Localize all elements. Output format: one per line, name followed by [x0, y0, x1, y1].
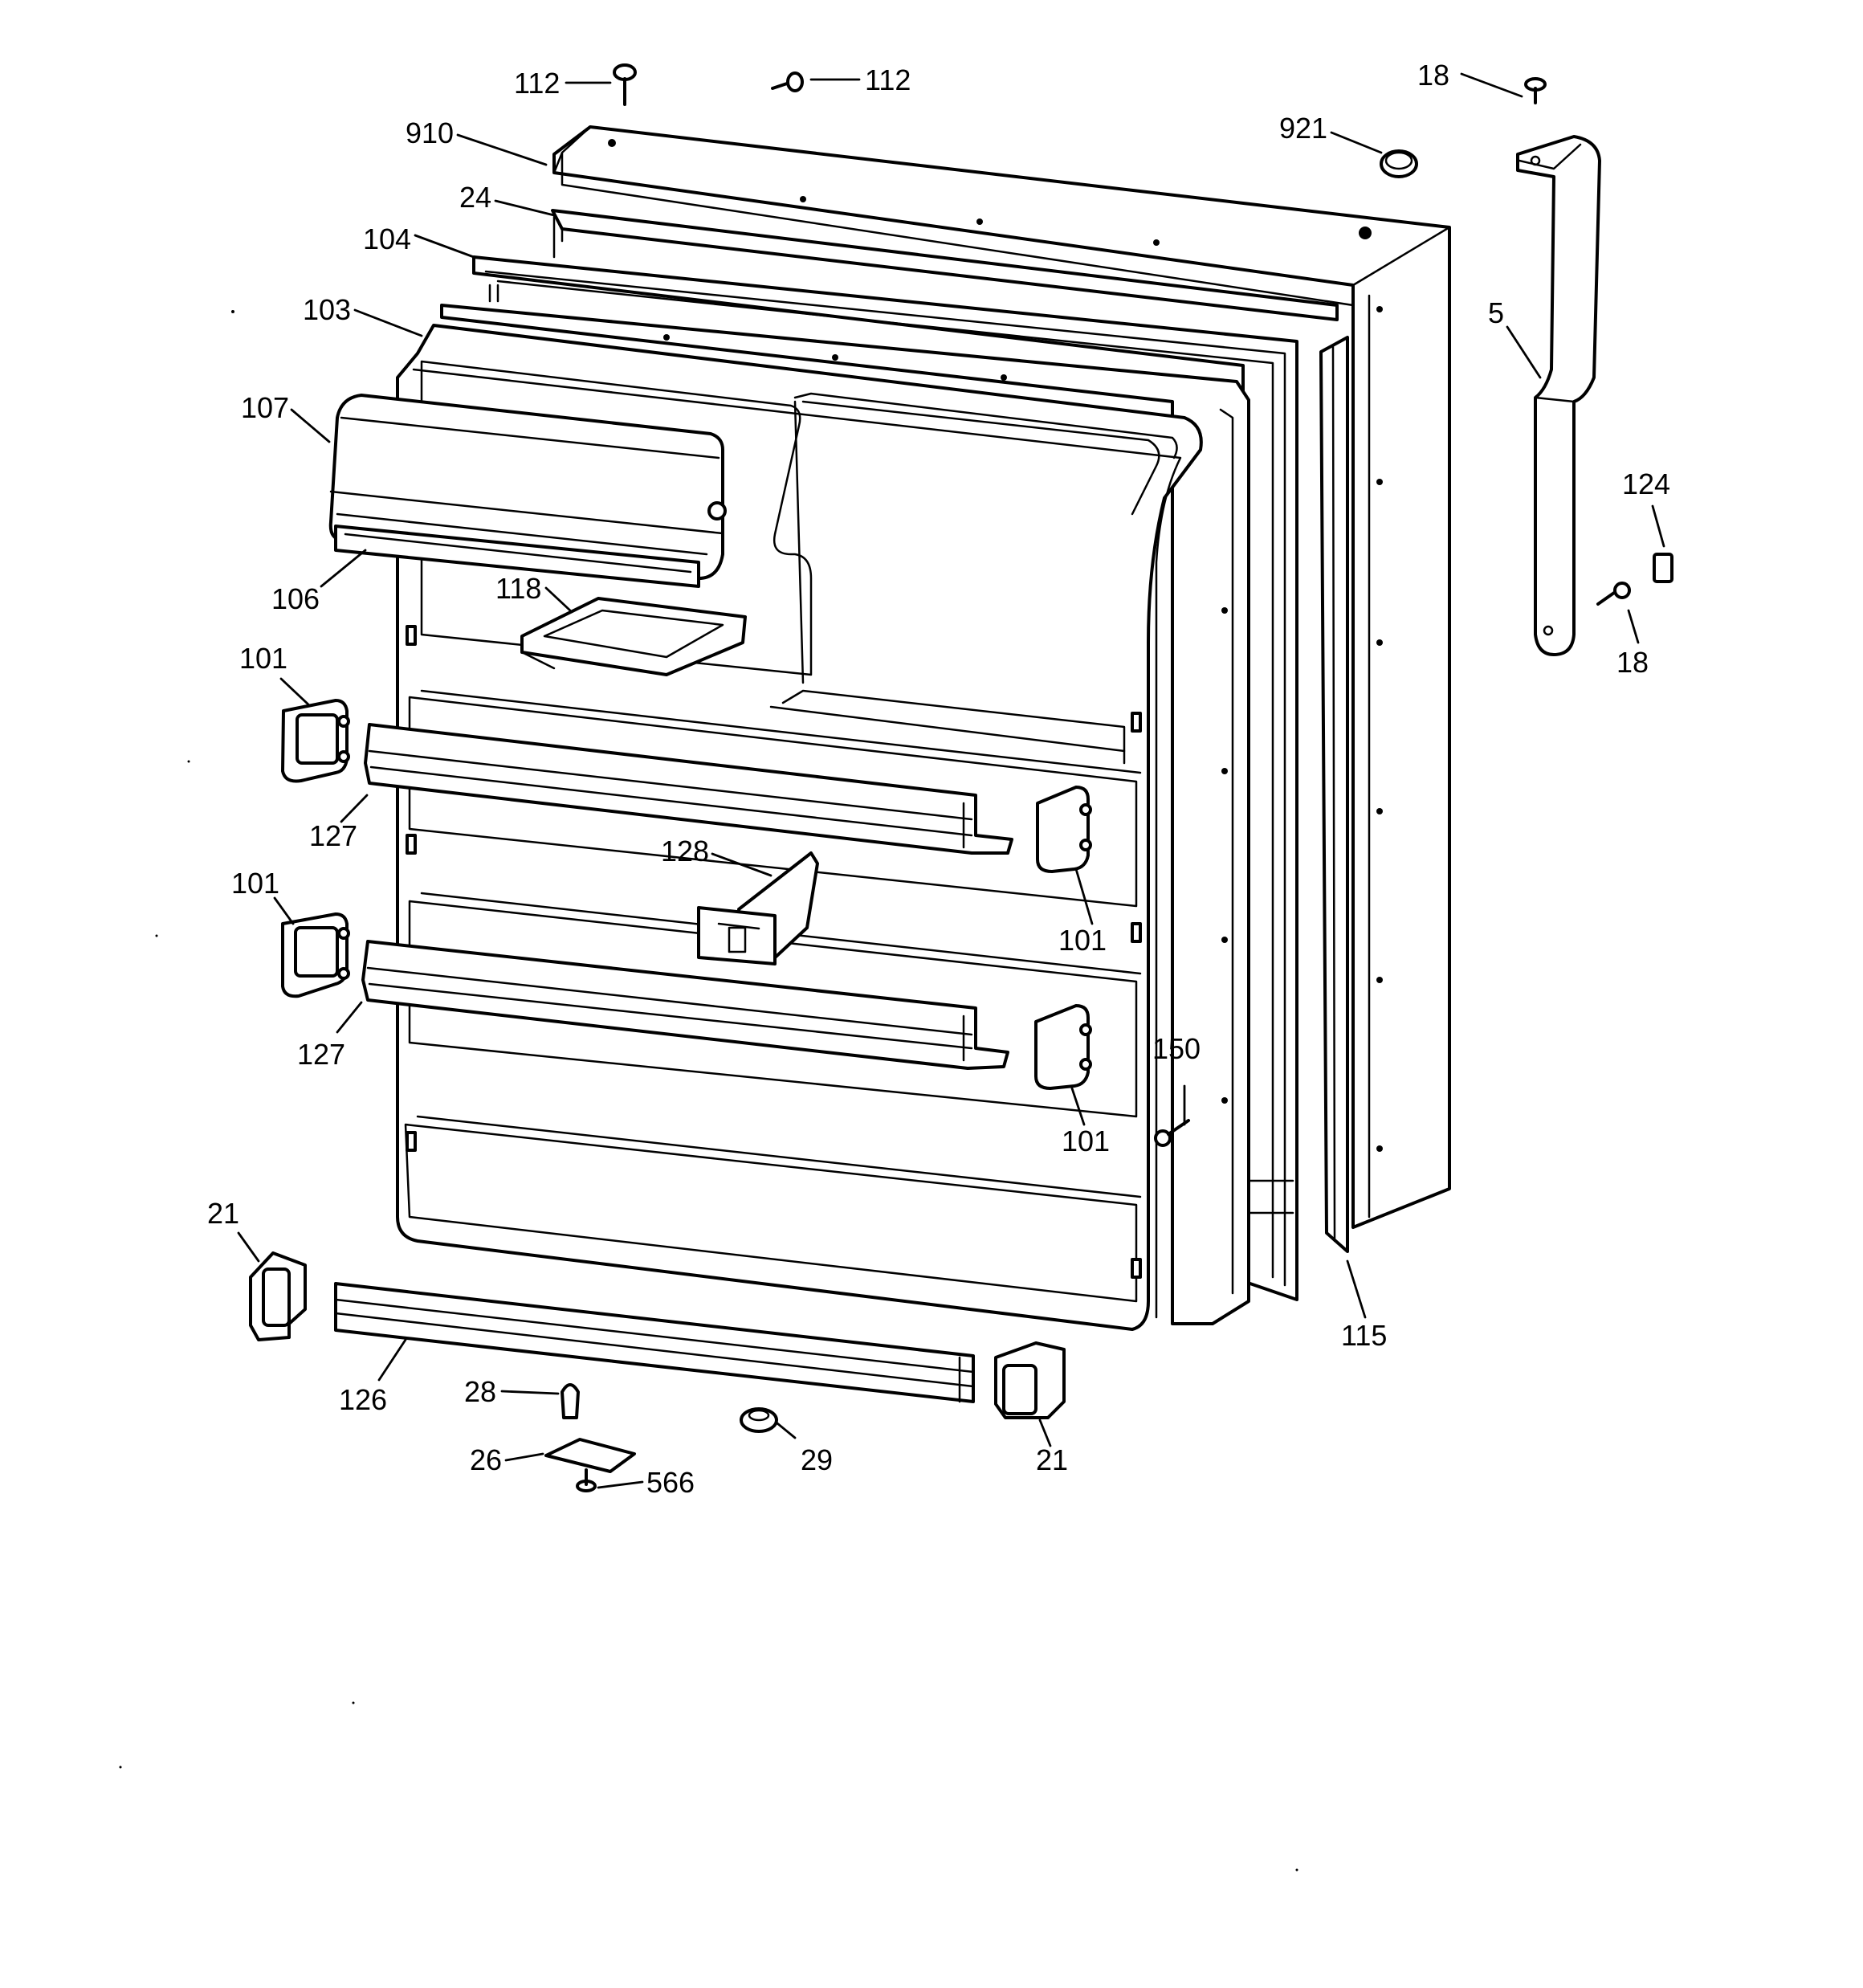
- callout-101-c: 101: [231, 867, 279, 900]
- callout-29: 29: [801, 1443, 833, 1476]
- screw-top-center: [771, 71, 804, 92]
- callout-24: 24: [459, 181, 491, 214]
- callout-107: 107: [241, 391, 289, 424]
- callout-101-a: 101: [239, 642, 287, 675]
- plug-button: [1380, 149, 1418, 178]
- outer-door-panel: [552, 125, 1451, 1229]
- screw-handle-bottom: [1596, 582, 1631, 606]
- callout-5: 5: [1488, 296, 1504, 329]
- callout-566: 566: [646, 1466, 695, 1499]
- hinge-right: [994, 1341, 1066, 1419]
- shelf-bracket-right-lower: [1034, 1004, 1092, 1090]
- callout-921: 921: [1279, 112, 1327, 145]
- callout-106: 106: [271, 582, 320, 615]
- bottom-trim: [334, 1282, 975, 1403]
- callout-127-b: 127: [297, 1038, 345, 1071]
- callout-101-d: 101: [1062, 1125, 1110, 1157]
- screw-top-left: [613, 63, 637, 106]
- handle-clip: [1653, 553, 1673, 583]
- callout-115: 115: [1341, 1319, 1387, 1352]
- callout-labels: 112 112 18 910 921 24 104 103 5 107 124 …: [207, 59, 1670, 1499]
- callout-28: 28: [464, 1375, 496, 1408]
- bumper: [740, 1407, 778, 1433]
- trim-strip: [551, 209, 1339, 321]
- hinge-plate: [544, 1438, 636, 1473]
- callout-18-a: 18: [1417, 59, 1449, 92]
- callout-21-a: 21: [207, 1197, 239, 1230]
- callout-118: 118: [495, 572, 541, 605]
- callout-112-a: 112: [514, 67, 560, 100]
- bottle-retainer: [697, 851, 819, 965]
- leader-lines: [237, 72, 1665, 1489]
- dairy-bin-shelf: [334, 525, 700, 588]
- callout-150: 150: [1152, 1032, 1201, 1065]
- callout-103: 103: [303, 293, 351, 326]
- screw-bottom: [576, 1468, 597, 1492]
- screw-handle-top: [1524, 77, 1547, 104]
- callout-128: 128: [661, 835, 709, 867]
- hinge-left: [249, 1251, 307, 1341]
- shelf-bracket-right-upper: [1036, 786, 1092, 873]
- callout-910: 910: [406, 116, 454, 149]
- shelf-bracket-left-lower: [281, 912, 350, 998]
- callout-126: 126: [339, 1383, 387, 1416]
- shelf-bracket-left-upper: [281, 699, 350, 783]
- scan-specks: [119, 310, 1298, 1872]
- pin: [561, 1383, 580, 1419]
- callout-124: 124: [1622, 467, 1670, 500]
- shelf-bar-upper: [364, 723, 1013, 855]
- callout-104: 104: [363, 222, 411, 255]
- door-seal-strip: [1319, 336, 1349, 1253]
- callout-18-b: 18: [1616, 646, 1649, 679]
- door-handle: [1516, 135, 1601, 656]
- callout-112-b: 112: [865, 63, 911, 96]
- callout-21-b: 21: [1036, 1443, 1068, 1476]
- door-liner-frame: [440, 304, 1294, 1325]
- callout-127-a: 127: [309, 819, 357, 852]
- callout-26: 26: [470, 1443, 502, 1476]
- egg-tray: [520, 597, 747, 676]
- shelf-bar-lower: [361, 940, 1009, 1070]
- callout-101-b: 101: [1058, 924, 1107, 957]
